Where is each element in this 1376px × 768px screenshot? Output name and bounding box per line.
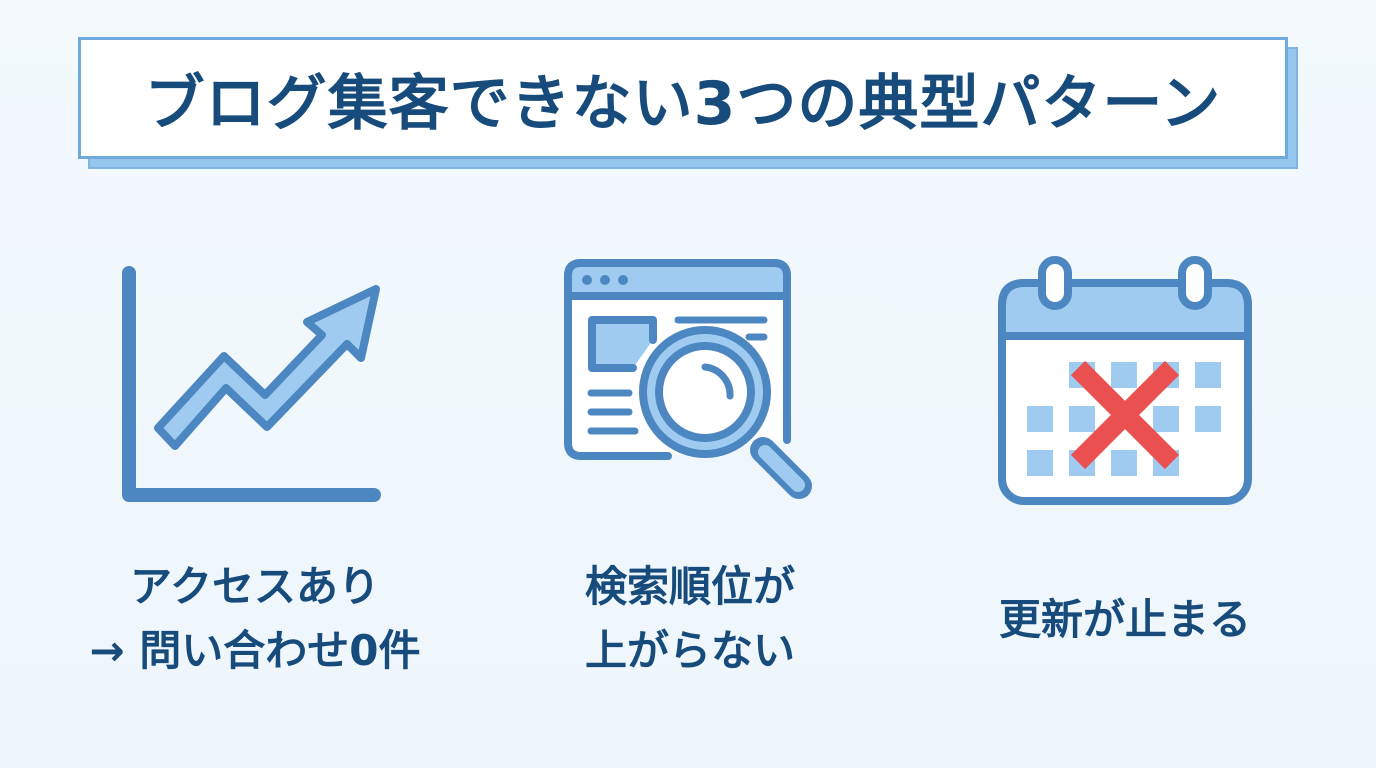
label-line: 検索順位が <box>584 562 795 611</box>
calendar-cross-icon <box>990 250 1260 515</box>
search-browser-icon <box>555 250 825 515</box>
cross-icon <box>1070 360 1180 470</box>
label-line: 上がらない <box>584 626 795 675</box>
pattern-label-access-no-inquiry: アクセスあり → 問い合わせ0件 <box>30 555 480 683</box>
label-line: アクセスあり <box>130 562 380 611</box>
pattern-label-updates-stop: 更新が止まる <box>920 588 1330 652</box>
label-line: 更新が止まる <box>998 595 1251 644</box>
title-box: ブログ集客できない3つの典型パターン <box>78 37 1288 159</box>
pattern-label-ranking-not-rising: 検索順位が 上がらない <box>480 555 900 683</box>
label-line: → 問い合わせ0件 <box>89 626 421 675</box>
rising-chart-icon <box>110 255 400 515</box>
page-title: ブログ集客できない3つの典型パターン <box>144 68 1222 139</box>
